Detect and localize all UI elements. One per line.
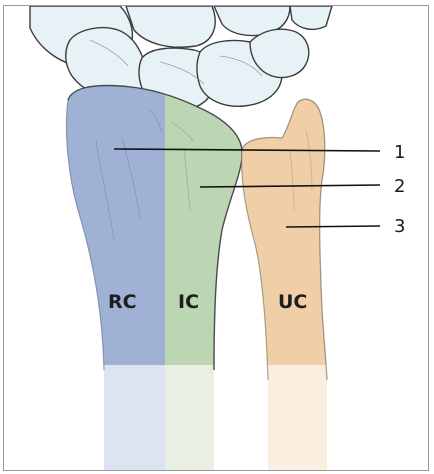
callout-label-1: 1	[394, 142, 405, 163]
ic-column-label: IC	[178, 291, 199, 313]
rc-column-fill	[40, 80, 165, 365]
callout-label-2: 2	[394, 176, 405, 197]
carpal-bone-far-right	[290, 6, 332, 29]
ulna-bone	[235, 95, 335, 474]
carpal-bone-top-center	[126, 6, 215, 47]
uc-column-fill-faded	[235, 365, 335, 474]
uc-column-label: UC	[278, 291, 307, 313]
radius-bone	[40, 80, 255, 474]
callout-line-3	[286, 226, 380, 227]
rc-column-label: RC	[108, 291, 137, 313]
ic-column-fill	[165, 80, 255, 365]
callout-label-3: 3	[394, 216, 405, 237]
ic-column-fill-faded	[165, 365, 255, 474]
rc-column-fill-faded	[40, 365, 165, 474]
